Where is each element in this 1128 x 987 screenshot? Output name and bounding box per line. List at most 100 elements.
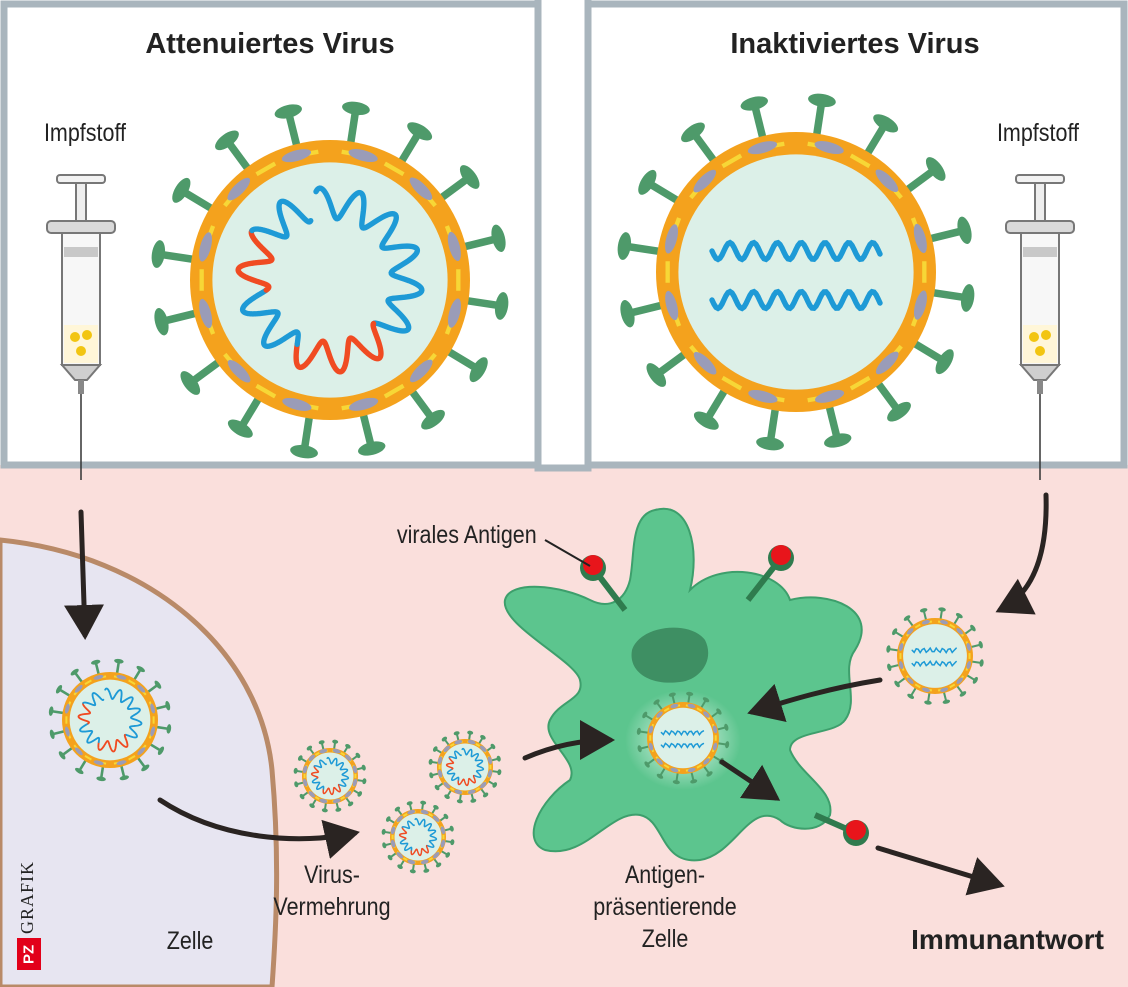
arrow-injection-right	[995, 492, 1049, 615]
spike-head	[74, 767, 84, 775]
spike-head	[938, 607, 946, 612]
vaccine-label-left: Impfstoff	[43, 119, 127, 147]
capsid-interior	[306, 752, 354, 800]
membrane-protein	[282, 397, 312, 411]
membrane-protein	[656, 711, 663, 718]
membrane-protein	[665, 290, 679, 321]
rna-strand-blue	[399, 838, 413, 852]
spike-head	[443, 813, 449, 820]
membrane-protein	[74, 684, 83, 693]
spike-head	[345, 743, 351, 749]
spike-head	[491, 224, 506, 252]
spike-head	[690, 779, 698, 784]
brand-pz: PZ	[17, 938, 41, 970]
spike-head	[449, 825, 454, 832]
virus-inactivated-small	[886, 607, 984, 705]
syringe-tip	[1018, 364, 1062, 381]
capsid-protein	[84, 679, 92, 685]
membrane-protein	[656, 758, 663, 765]
capsid-interior	[678, 154, 914, 390]
label-apc-2: präsentierende	[593, 893, 737, 921]
spike-head	[119, 775, 129, 781]
particle	[76, 346, 86, 356]
spike-head	[496, 755, 501, 762]
label-apc-1: Antigen-	[624, 861, 706, 889]
capsid-protein	[314, 796, 320, 800]
capsid-interior	[903, 624, 967, 688]
membrane-protein	[913, 223, 927, 254]
spike-head	[459, 165, 480, 189]
spike-head	[444, 794, 450, 800]
label-replication-1: Virus-	[304, 861, 360, 889]
membrane-protein	[913, 290, 927, 320]
spike-head	[136, 665, 146, 673]
spike-head	[434, 784, 440, 791]
capsid-protein	[303, 773, 306, 779]
plunger-cap	[56, 174, 106, 184]
plunger-cap	[1015, 174, 1065, 184]
membrane-protein	[352, 765, 358, 774]
membrane-protein	[907, 677, 914, 684]
spike-head	[681, 122, 705, 143]
rna-strand-red	[398, 826, 408, 840]
membrane-protein	[390, 826, 396, 835]
rna-strand-blue	[446, 768, 460, 782]
capsid-interior	[652, 707, 714, 769]
spike-head	[970, 624, 976, 632]
capsid-protein	[354, 773, 357, 779]
spike-head	[297, 755, 303, 761]
membrane-protein	[467, 739, 476, 745]
syringe-liquid	[1023, 325, 1057, 363]
capsid-protein	[402, 813, 408, 817]
spike-head	[702, 697, 710, 703]
spike-head	[435, 862, 442, 868]
membrane-protein	[390, 839, 396, 848]
membrane-protein	[319, 798, 328, 804]
membrane-protein	[396, 852, 403, 859]
membrane-protein	[443, 745, 450, 752]
spike-head	[157, 746, 165, 756]
rna-strand-blue	[313, 759, 327, 769]
rna-strand-red	[97, 734, 129, 753]
spike-head	[686, 691, 694, 696]
spike-head	[309, 803, 315, 809]
membrane-protein	[302, 765, 308, 774]
syringe-stopper	[64, 247, 98, 257]
spike-head	[638, 169, 657, 195]
spike-head	[636, 727, 641, 735]
spike-head	[382, 842, 387, 849]
spike-head	[644, 761, 650, 768]
spike-head	[409, 869, 416, 874]
capsid-protein	[922, 261, 927, 283]
membrane-protein	[420, 809, 429, 815]
spike-head	[960, 284, 975, 312]
spike-head	[706, 771, 713, 777]
membrane-protein	[899, 643, 904, 652]
spike-head	[397, 864, 403, 870]
membrane-protein	[480, 782, 487, 789]
spike-head	[903, 615, 911, 621]
membrane-protein	[396, 815, 403, 822]
spike-head	[151, 240, 166, 268]
membrane-protein	[487, 769, 493, 778]
membrane-protein	[940, 687, 949, 692]
membrane-protein	[712, 742, 718, 751]
membrane-protein	[875, 351, 899, 375]
rna-strand-blue	[249, 198, 314, 240]
capsid-protein	[402, 857, 408, 861]
capsid-protein	[438, 764, 441, 770]
capsid-protein	[449, 787, 455, 791]
capsid-protein	[475, 787, 481, 791]
membrane-protein	[703, 758, 710, 765]
rna-strand-blue	[660, 729, 705, 737]
capsid-protein	[949, 623, 956, 629]
spike-head	[332, 739, 339, 744]
needle-hub	[1037, 380, 1043, 394]
membrane-protein	[348, 149, 378, 163]
membrane-protein	[670, 703, 679, 709]
rna-strand-red	[410, 844, 429, 857]
capsid-protein	[314, 752, 320, 756]
membrane-protein	[348, 397, 379, 411]
membrane-protein	[302, 778, 308, 787]
membrane-protein	[116, 760, 127, 765]
